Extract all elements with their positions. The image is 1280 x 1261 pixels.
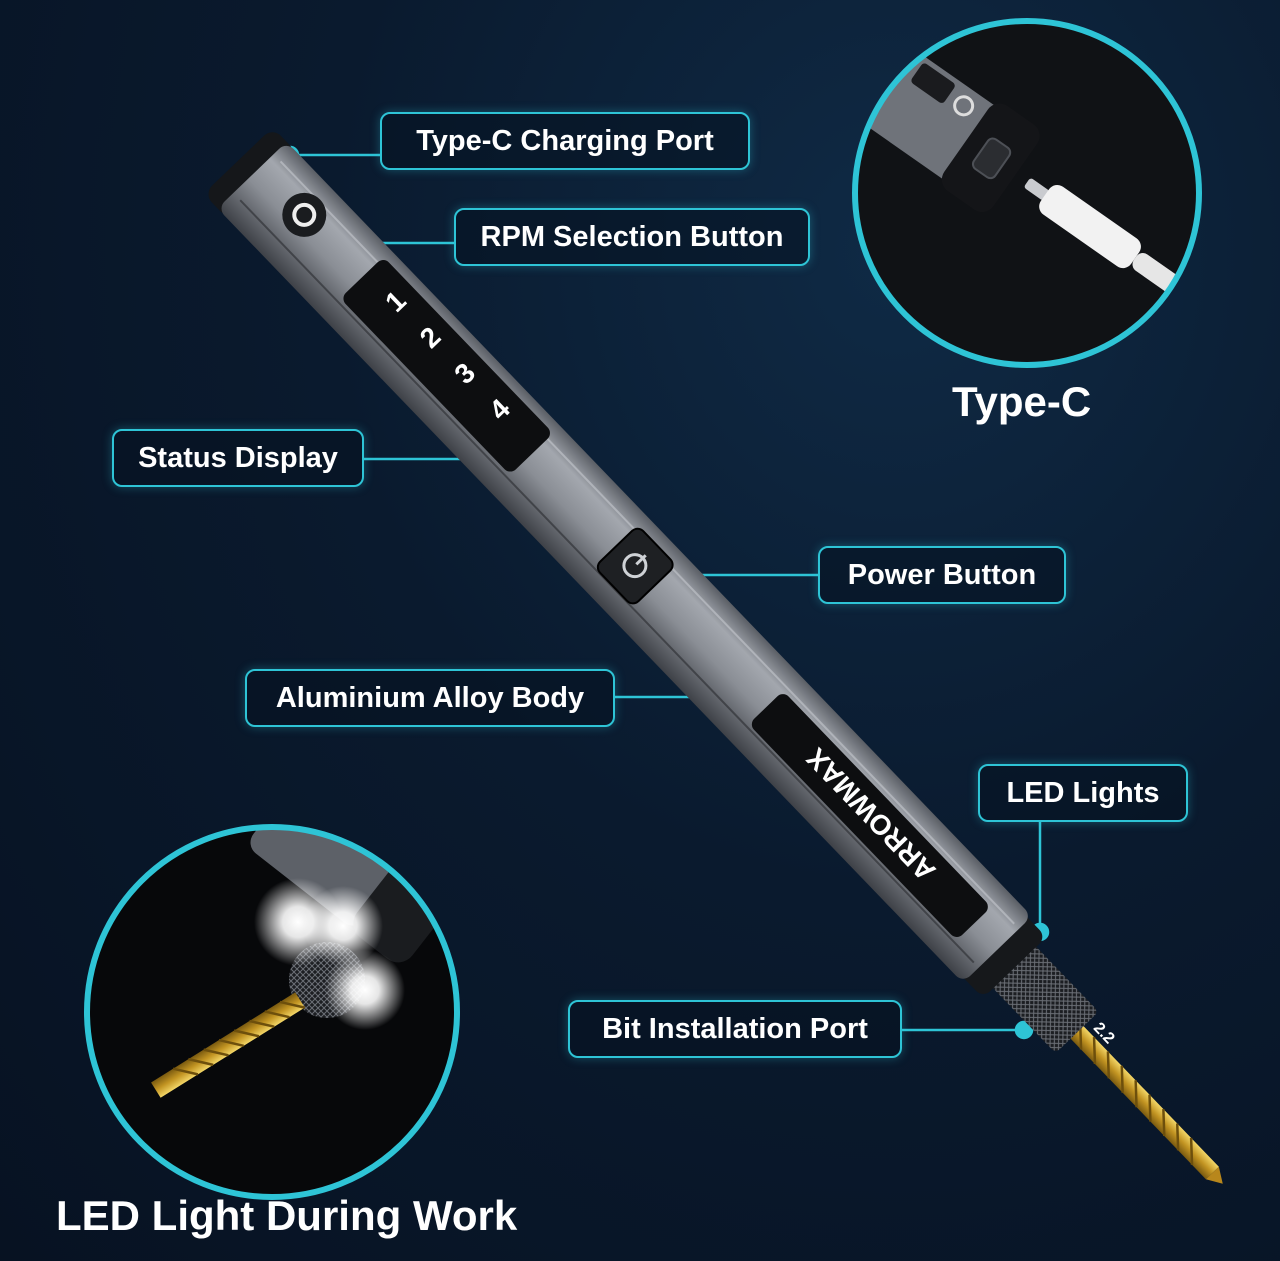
status-display [343, 260, 550, 472]
type-c-port [971, 137, 1012, 180]
front-end-cap [959, 912, 1043, 994]
type-c-inset [852, 18, 1202, 368]
led-light-2 [303, 886, 383, 966]
top-end-cap [208, 132, 293, 215]
led-inset [84, 824, 460, 1200]
brand-plate [751, 694, 988, 938]
label-power-button: Power Button [818, 546, 1066, 604]
inset-ring-bottom [84, 824, 460, 1200]
led-light-3 [325, 950, 405, 1030]
label-rpm-selection-button: RPM Selection Button [454, 208, 810, 266]
inset-ring-top [852, 18, 1202, 368]
label-bit-installation-port: Bit Installation Port [568, 1000, 902, 1058]
label-led-lights: LED Lights [978, 764, 1188, 822]
type-c-caption: Type-C [952, 378, 1092, 425]
rpm-selection-button[interactable] [273, 184, 335, 246]
drill-bit [1067, 1022, 1223, 1184]
led-inset-drill-bit [151, 992, 306, 1098]
power-button[interactable] [595, 525, 676, 606]
leader-dot-bit-port [1014, 1020, 1034, 1040]
label-status-display: Status Display [112, 429, 364, 487]
label-type-c-charging-port: Type-C Charging Port [380, 112, 750, 170]
led-light-caption: LED Light During Work [56, 1192, 518, 1239]
label-aluminium-alloy-body: Aluminium Alloy Body [245, 669, 615, 727]
screwdriver: 1 2 3 4 ARROWMAX 2.2 [208, 132, 1223, 1184]
